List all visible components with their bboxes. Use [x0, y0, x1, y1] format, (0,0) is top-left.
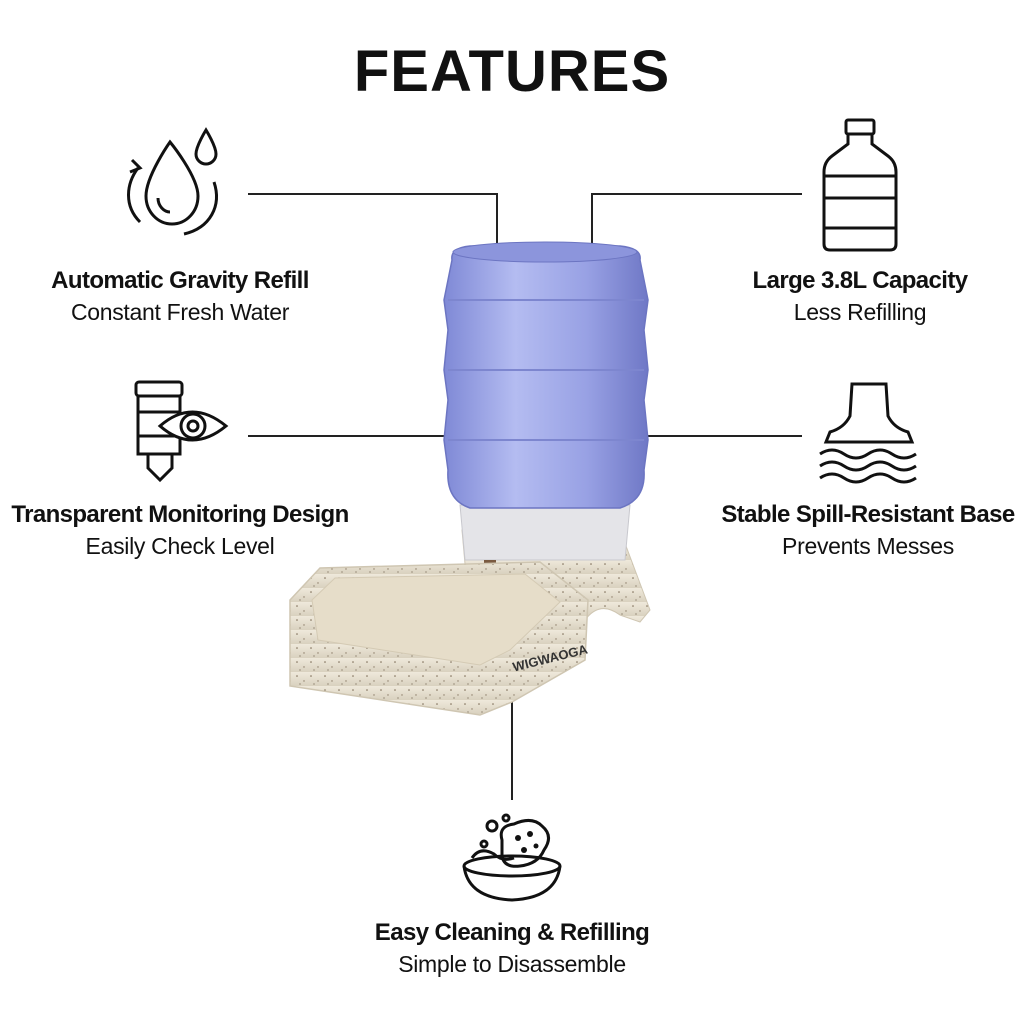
feature-spill-resistant-base: Stable Spill-Resistant Base Prevents Mes… [700, 500, 1024, 562]
feature-title: Easy Cleaning & Refilling [374, 919, 650, 946]
feature-title: Stable Spill-Resistant Base [721, 501, 1015, 528]
sponge-bowl-icon [462, 813, 562, 902]
water-jug-icon [822, 118, 898, 252]
feature-subtitle: Less Refilling [793, 299, 927, 325]
feature-title: Large 3.8L Capacity [752, 267, 969, 294]
feature-subtitle: Simple to Disassemble [398, 951, 626, 977]
feature-transparent-monitoring: Transparent Monitoring Design Easily Che… [0, 500, 360, 562]
feature-subtitle: Constant Fresh Water [70, 299, 290, 325]
feature-easy-cleaning: Easy Cleaning & Refilling Simple to Disa… [332, 918, 692, 980]
bottle-eye-icon [134, 380, 229, 483]
feature-subtitle: Prevents Messes [782, 533, 954, 559]
spill-resistant-base-icon [819, 382, 917, 484]
feature-gravity-refill: Automatic Gravity Refill Constant Fresh … [20, 266, 340, 328]
water-drops-refill-icon [127, 127, 218, 236]
page-title: FEATURES [353, 39, 671, 104]
feature-title: Automatic Gravity Refill [51, 267, 309, 294]
pet-water-dispenser-image: WIGWAOGA [289, 241, 651, 716]
feature-large-capacity: Large 3.8L Capacity Less Refilling [700, 266, 1020, 328]
feature-subtitle: Easily Check Level [85, 533, 275, 559]
feature-title: Transparent Monitoring Design [11, 501, 349, 528]
